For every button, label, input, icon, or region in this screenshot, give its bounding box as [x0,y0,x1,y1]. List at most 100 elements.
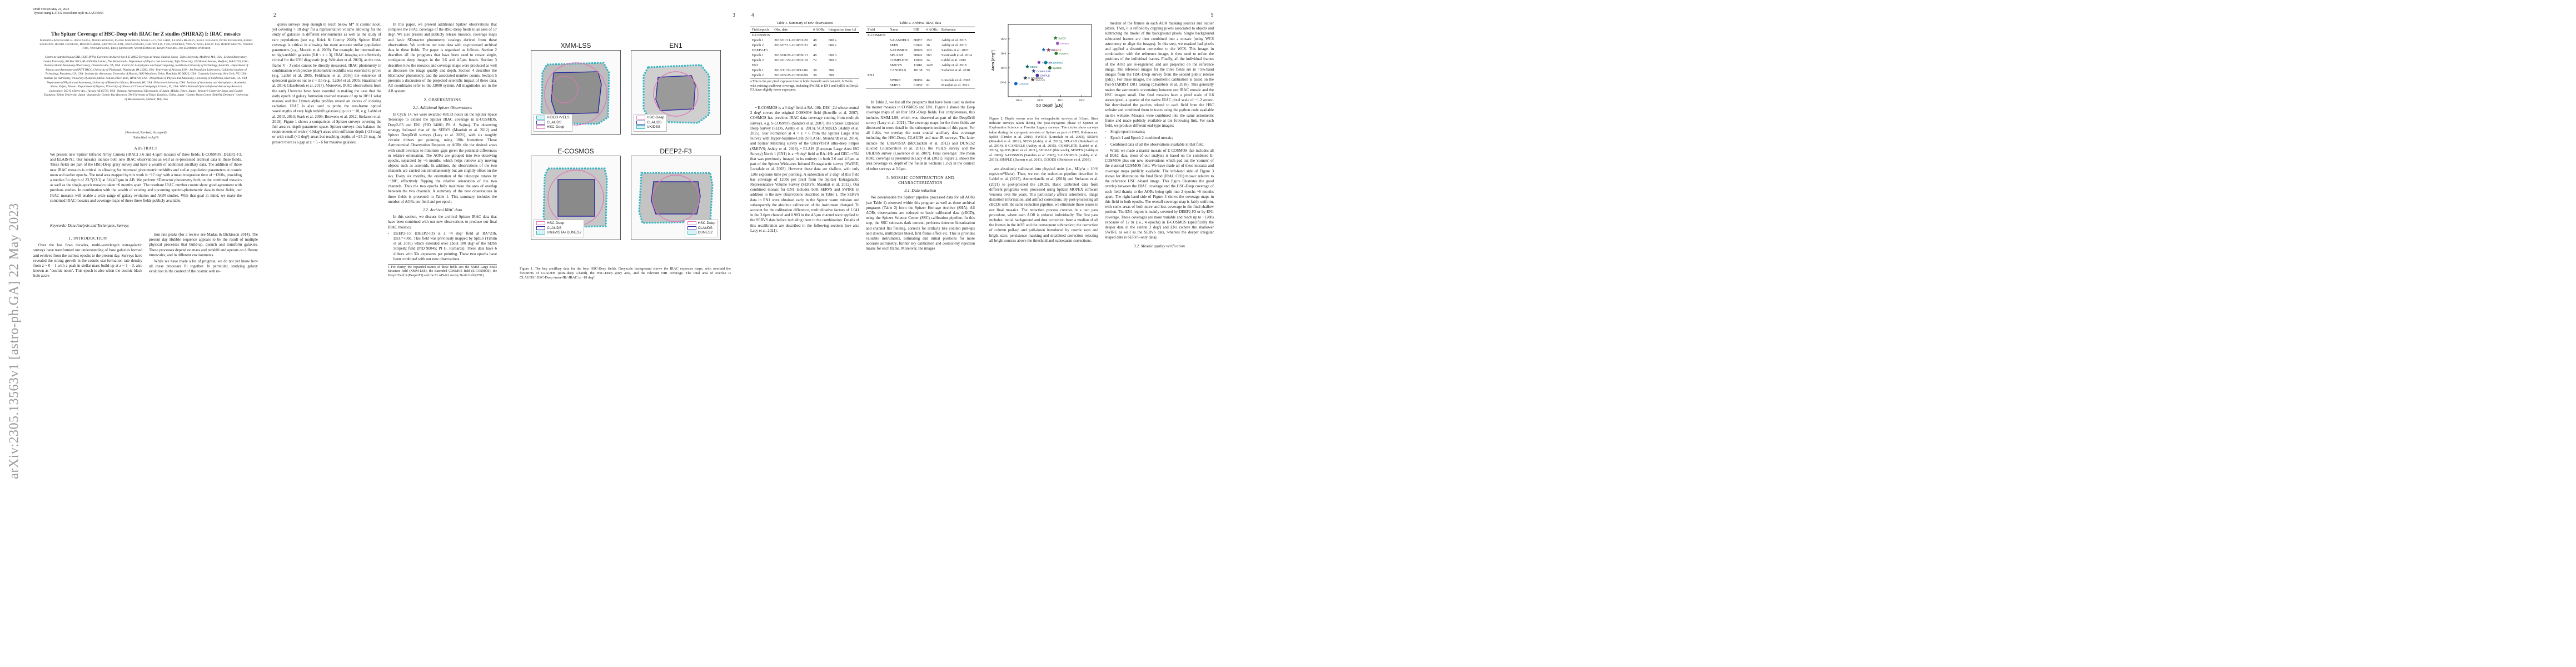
legend-label: UltraVISTA+DUNES2 [547,231,582,235]
page2-left-text: quires surveys deep enough to reach belo… [272,22,381,145]
table-cell: 500 b [828,58,837,63]
point-label: SEDS [1030,66,1038,69]
table-cell: 120 [926,48,932,53]
paper-title: The Spitzer Coverage of HSC-Deep with IR… [51,31,241,37]
table-cell: 53 [926,68,930,73]
y-tick-label: 10^-1 [999,81,1007,84]
page-number: 4 [751,12,754,18]
received-line: (Received; Revised; Accepted) [125,131,167,135]
intro-column: 1. INTRODUCTION Over the last fews decad… [33,232,142,299]
table-cell: 2019/05/28-2019/06/09 [774,73,808,78]
table-cell: 14 [926,58,930,63]
point-label: SHIRAZ [1052,49,1062,52]
page2-right-column: In this paper, we present additional Spi… [388,22,497,300]
table-cell [866,78,888,83]
mosaic-text: median of the frames in each AOR masking… [1105,21,1214,128]
table-1-caption: Table 1. Summary of new observations [776,21,833,25]
table-cell: 38 [813,73,817,78]
point-label: SpIES [1058,37,1066,40]
data-point [1048,66,1052,69]
table-cell: Labbé et al. 2015 [941,58,966,63]
abstract-heading: ABSTRACT [134,146,158,151]
reduction-continued: are absolutely calibrated into physical … [989,167,1098,243]
table-cell [924,73,939,78]
page2-left-column: quires surveys deep enough to reach belo… [272,22,381,300]
x-tick-label: 10^1 [1058,99,1064,102]
table-1-notes: a This is the per pixel exposure time in… [750,80,859,92]
table-cell: 2018/11/30-2018/12/06 [774,68,808,73]
observations-text: In Cycle 14, we were awarded 488.33 hour… [388,112,497,204]
coverage-text: While we made a master mosaic of E-COSMO… [1105,148,1214,240]
page1-right-p2: While we have made a lot of progress, we… [149,259,258,274]
data-point [1023,76,1028,80]
data-point [1041,47,1046,52]
table-2: Table 2. Archival IRAC data Field Name P… [866,21,975,88]
x-tick-label: 10^2 [1079,99,1085,102]
page-2: 2 quires surveys deep enough to reach be… [267,0,503,667]
table-cell: 600 a [828,38,836,43]
data-point [1055,42,1059,46]
mosaic-heading: 3. MOSAIC CONSTRUCTION AND CHARACTERIZAT… [886,175,954,186]
page-number: 2 [273,12,276,18]
table-cell: Epoch 1 [752,38,764,43]
list-item: Epoch 1 and Epoch 2 combined mosaic; [1110,136,1214,141]
verification-heading: 3.2. Mosaic quality verification [1134,243,1185,248]
en1-legend: HSC-Deep CLAUDS UKIDSS [634,113,667,132]
intro-paragraph: Over the last fews decades, multi-wavele… [33,243,142,278]
table-1: Table 1. Summary of new observations Fie… [750,21,859,93]
table-cell: 2018/07/13-2018/07/21 [774,43,808,48]
table-cell: Mauduit et al. 2012 [941,83,969,88]
table-cell: EN1 [868,73,874,78]
table-cell [866,53,888,58]
table-cell: 1476 [926,63,934,68]
table-cell: 80057 [913,38,923,43]
table-cell: Epoch 2 [752,73,764,78]
data-reduction-text: We downloaded the Spitzer pipeline proce… [866,195,975,251]
ecosmos-legend: HSC-Deep CLAUDS UltraVISTA+DUNES2 [534,219,585,237]
panel-title: EN1 [669,42,682,49]
data-point [1037,60,1042,64]
table-cell: Epoch 1 [752,53,764,58]
data-point [1035,73,1039,77]
table-header: Name [889,28,899,32]
y-tick-label: 10^1 [1000,52,1007,56]
deep2-legend: HSC-Deep CLAUDS DUNES2 [684,219,718,237]
legend-label: HSC-Deep [647,116,665,120]
x-tick-label: 10^0 [1037,99,1043,102]
point-label: S-CANDELS [1028,77,1043,80]
table-cell [888,73,912,78]
table-cell: SEDS [889,43,899,48]
table-cell: Stefanon et al. 2018 [941,68,970,73]
table-cell [940,73,975,78]
table-cell: S-CANDELS [889,38,909,43]
fields-description: • E-COSMOS is a 3 deg² field at RA=10h, … [750,106,859,233]
table-cell: 2018/01/11-2018/01/20 [774,38,808,43]
legend-label: UKIDSS [647,125,661,130]
footnote: 1 For clarity, the expanded names of the… [388,263,497,278]
table-cell: E-COSMOS [752,33,770,38]
en1-coverage-map [631,51,720,134]
table-cell: 48 [813,43,817,48]
table-header: Field/epoch [752,28,769,32]
legend-label: VIDEO+VELS [547,116,570,120]
table-cell: 72 [813,58,817,63]
panel-xmm-lss: XMM-LSS VIDEO+VELS CLAUDS HSC-Deep [531,42,621,135]
page-4: 4 Table 1. Summary of new observations F… [745,0,981,667]
panel-e-cosmos: E-COSMOS HSC-Deep CLAUDS UltraVISTA+DUNE… [531,147,621,240]
table-header: Integration time [s] [828,28,856,32]
page1-right-p1: tion rate peaks (for a review see Madau … [149,232,258,257]
data-reduction-heading: 3.1. Data reduction [904,188,936,193]
page2-intro-end: In this paper, we present additional Spi… [388,22,497,93]
